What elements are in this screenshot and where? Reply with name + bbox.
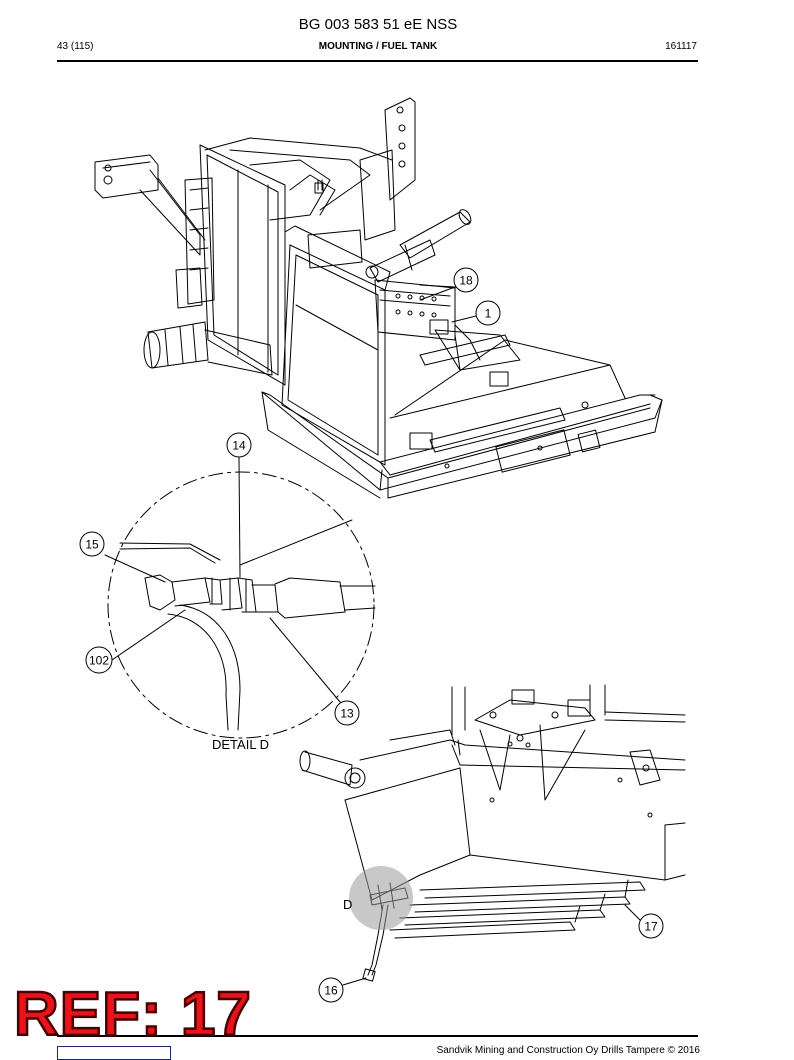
callout-13: 13: [334, 700, 360, 726]
callout-102: 102: [85, 646, 113, 674]
svg-text:14: 14: [232, 439, 246, 453]
svg-text:1: 1: [485, 307, 492, 321]
callout-15: 15: [79, 531, 105, 557]
svg-text:15: 15: [85, 538, 99, 552]
detail-d-highlight: [349, 866, 413, 930]
tank-view-bottom: [299, 684, 686, 986]
callout-18: 18: [453, 267, 479, 293]
detail-d-marker: D: [343, 897, 352, 912]
callout-14: 14: [226, 432, 252, 458]
section-title: MOUNTING / FUEL TANK: [318, 41, 438, 52]
header-rule: [57, 60, 698, 62]
svg-text:17: 17: [644, 920, 658, 934]
footer-rule: [57, 1035, 698, 1037]
svg-text:102: 102: [89, 654, 109, 668]
detail-d-caption: DETAIL D: [212, 737, 269, 752]
assembly-view-top: [94, 97, 663, 499]
callout-17: 17: [638, 913, 664, 939]
page-number: 43 (115): [57, 41, 94, 52]
svg-text:13: 13: [340, 707, 354, 721]
callout-16: 16: [318, 977, 344, 1003]
svg-text:16: 16: [324, 984, 338, 998]
callout-1: 1: [475, 300, 501, 326]
detail-d-view: [104, 457, 376, 739]
footer-copyright: Sandvik Mining and Construction Oy Drill…: [436, 1045, 700, 1056]
document-title: BG 003 583 51 eE NSS: [298, 16, 458, 33]
document-code: 161117: [665, 41, 697, 52]
ref-banner: REF: 17: [13, 980, 252, 1049]
svg-text:18: 18: [459, 274, 473, 288]
